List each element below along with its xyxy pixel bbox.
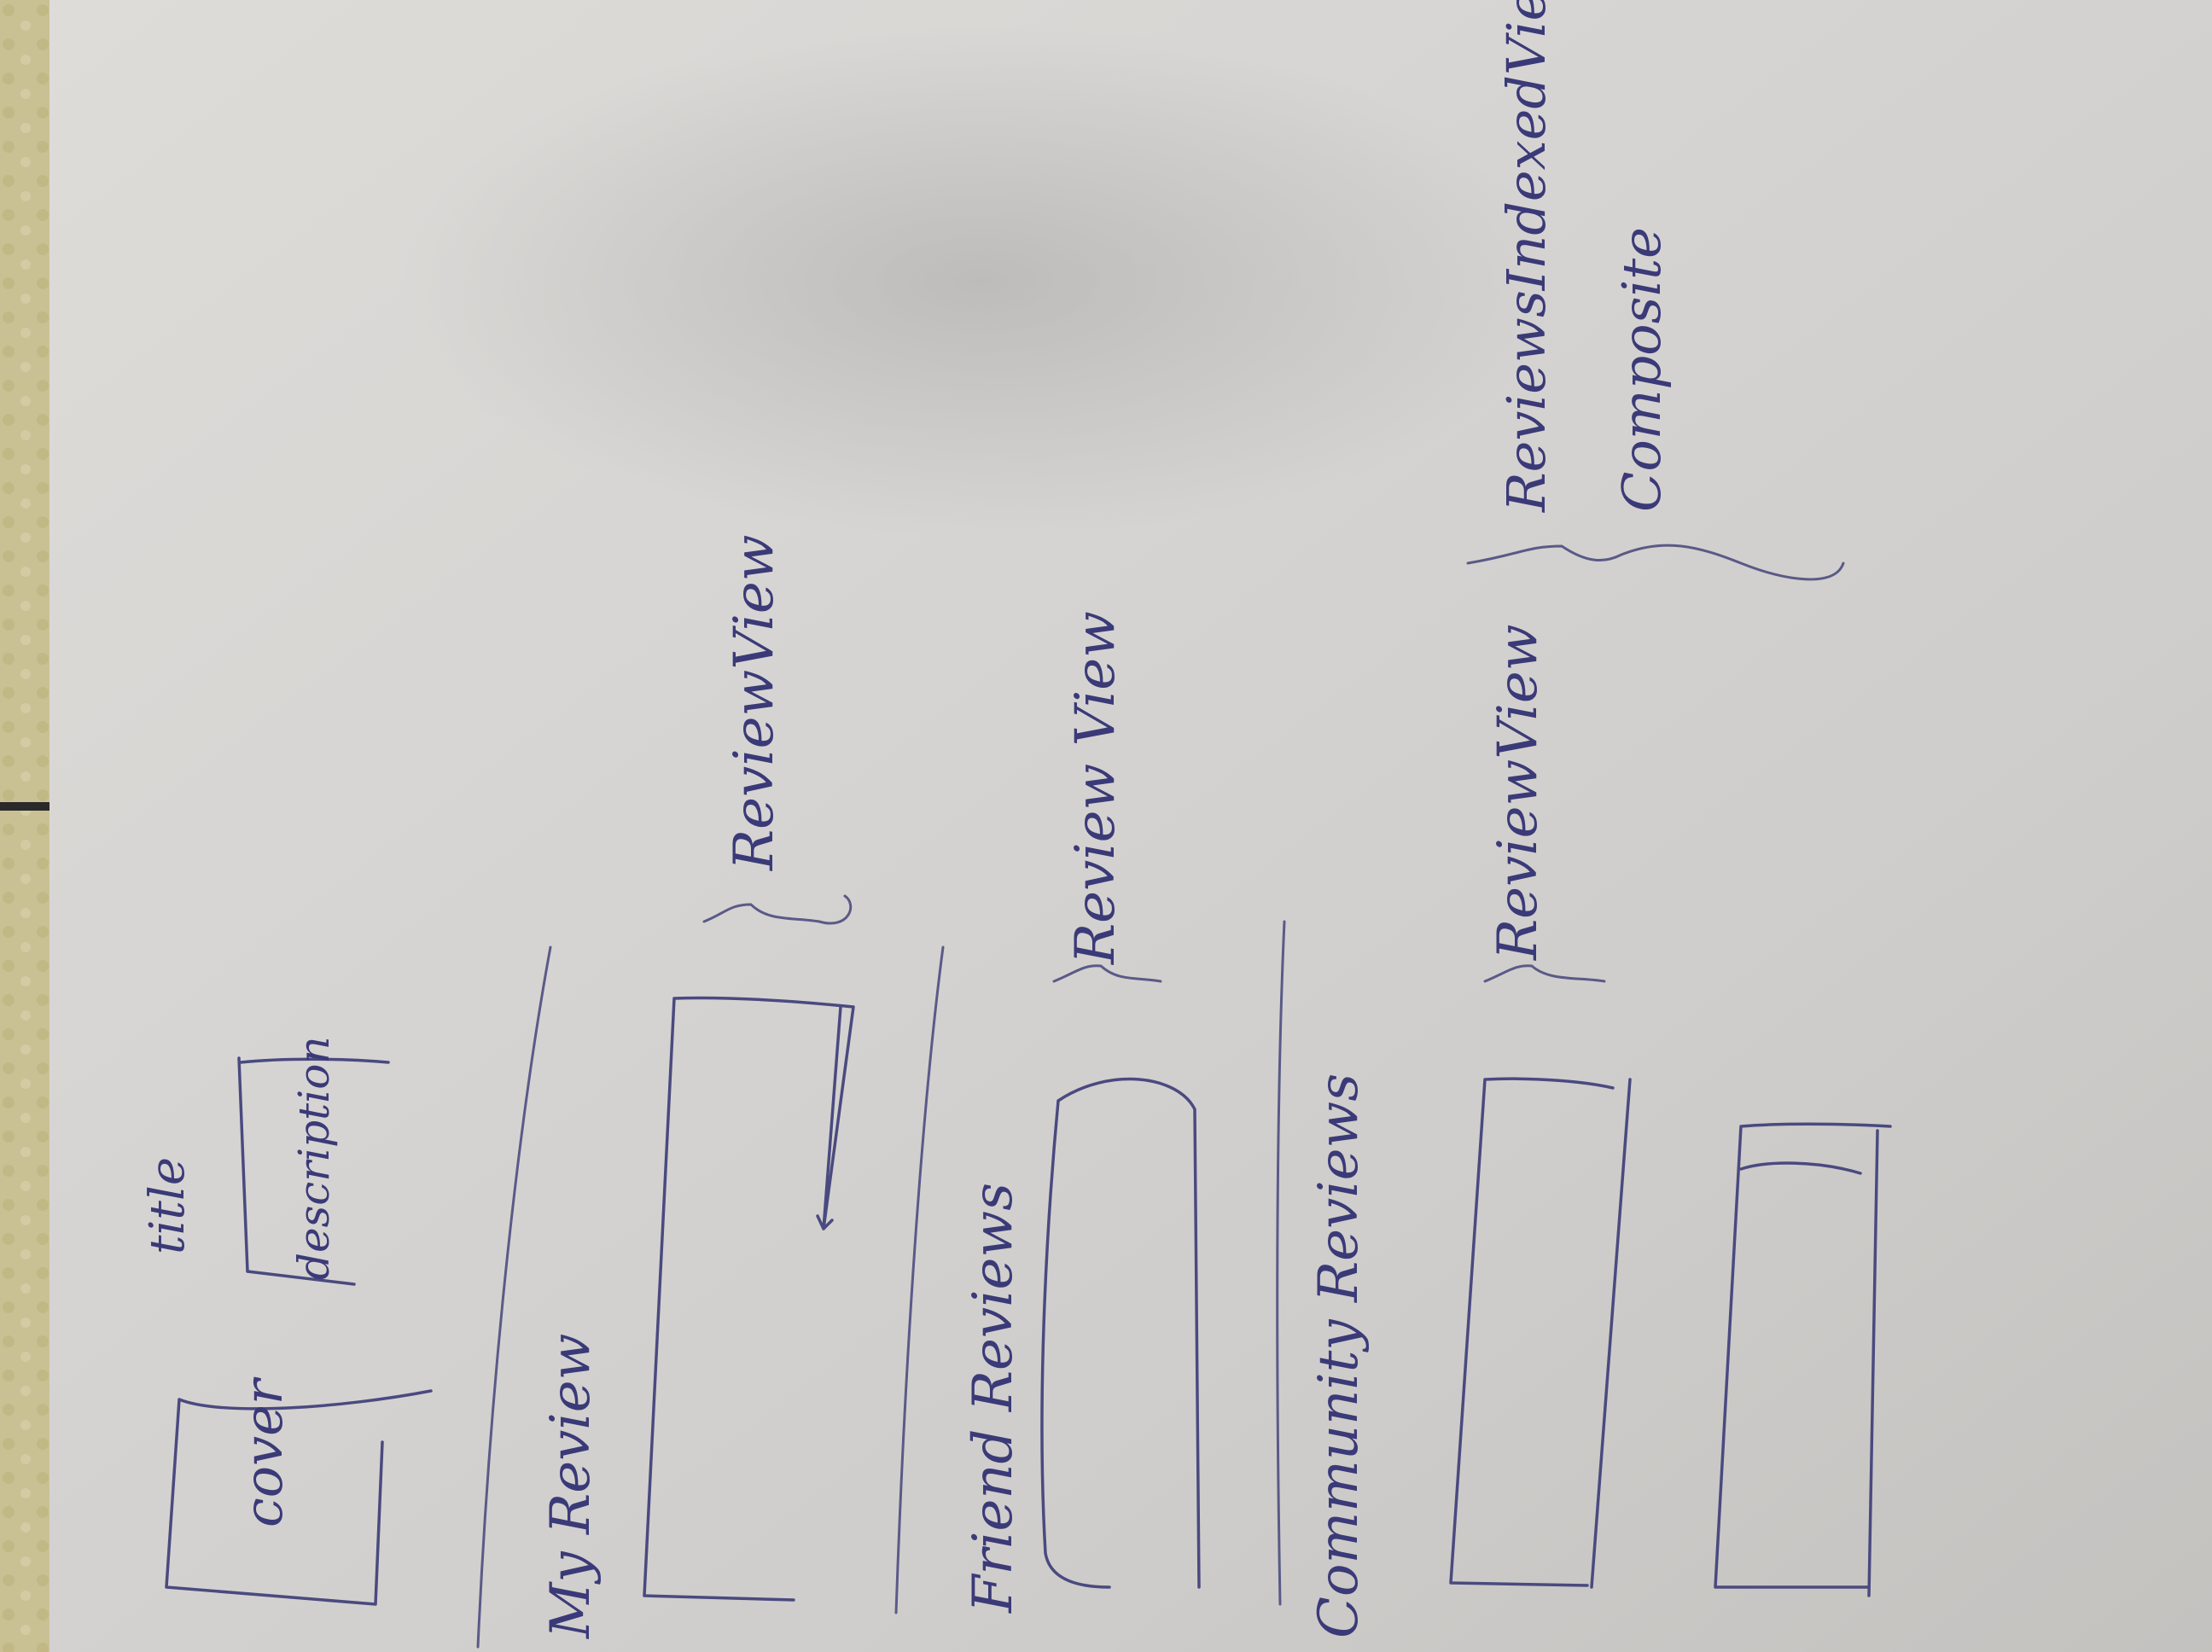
community-review-box-2-inner [1739,1161,1862,1175]
section-heading-community-reviews: Community Reviews [1307,1073,1371,1638]
friend-review-annotation: Review View [1064,611,1127,965]
fabric-seam [0,802,53,811]
my-review-annotation: ReviewView [723,534,786,871]
title-label: title [140,1157,195,1254]
cover-label: cover [232,1376,294,1527]
friend-review-box [1040,1077,1201,1589]
section-heading-friend-reviews: Friend Reviews [962,1183,1025,1614]
community-review-box-2 [1714,1122,1892,1597]
friend-review-brace [1052,964,1162,983]
community-review-annotation: ReviewView [1487,624,1550,961]
indexed-brace [1466,544,1845,581]
description-label: description [289,1036,339,1280]
my-review-arrow [816,1005,842,1230]
my-review-brace [702,894,853,925]
section-heading-my-review: My Review [539,1334,602,1639]
cover-box [165,1389,433,1606]
divider-community-reviews [1276,920,1286,1606]
divider-my-review [476,945,552,1649]
composite-annotation: Composite [1610,227,1673,512]
description-box [237,1056,390,1286]
indexed-view-annotation: ReviewsIndexedView [1495,0,1557,513]
divider-friend-reviews [894,945,945,1614]
community-review-brace [1483,964,1606,983]
my-review-box [643,996,855,1602]
paper-shadow [401,26,1562,538]
community-review-box-1 [1449,1077,1632,1589]
